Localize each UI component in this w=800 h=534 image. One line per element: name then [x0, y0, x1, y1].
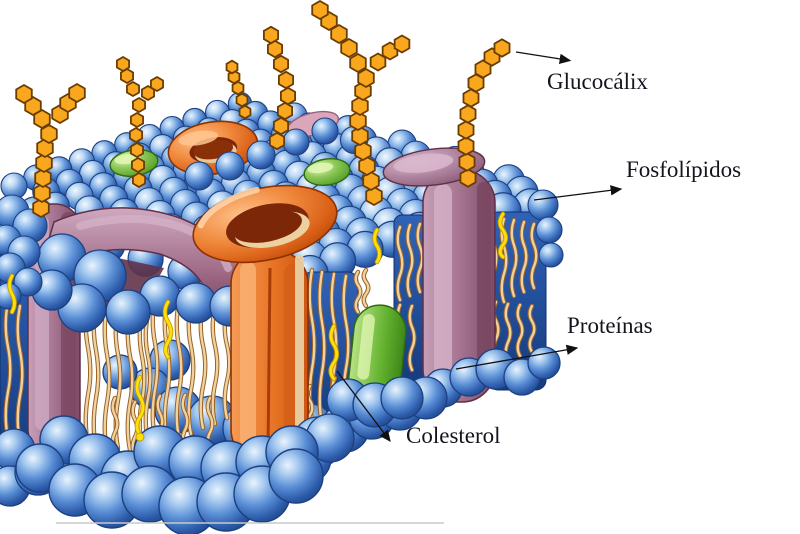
phospholipid-bottom-layer: [0, 189, 564, 534]
protein-channel-orange: [192, 184, 338, 464]
label-colesterol: Colesterol: [406, 423, 501, 448]
glycocalyx-chains: [15, 0, 511, 219]
arrow-fosfolipidos: [533, 185, 623, 201]
label-proteinas: Proteínas: [567, 313, 653, 338]
protein-right-mauve: [382, 147, 496, 403]
arrow-proteinas: [455, 344, 579, 370]
proteins-green-surface: [109, 149, 351, 186]
arrow-colesterol: [336, 370, 391, 443]
annotations: Glucocálix Fosfolípidos Proteínas Colest…: [56, 51, 741, 524]
label-glucocalix: Glucocálix: [547, 69, 648, 94]
cholesterol-molecules: [7, 211, 509, 442]
arrow-glucocalix: [515, 51, 572, 65]
label-fosfolipidos: Fosfolípidos: [626, 157, 741, 182]
